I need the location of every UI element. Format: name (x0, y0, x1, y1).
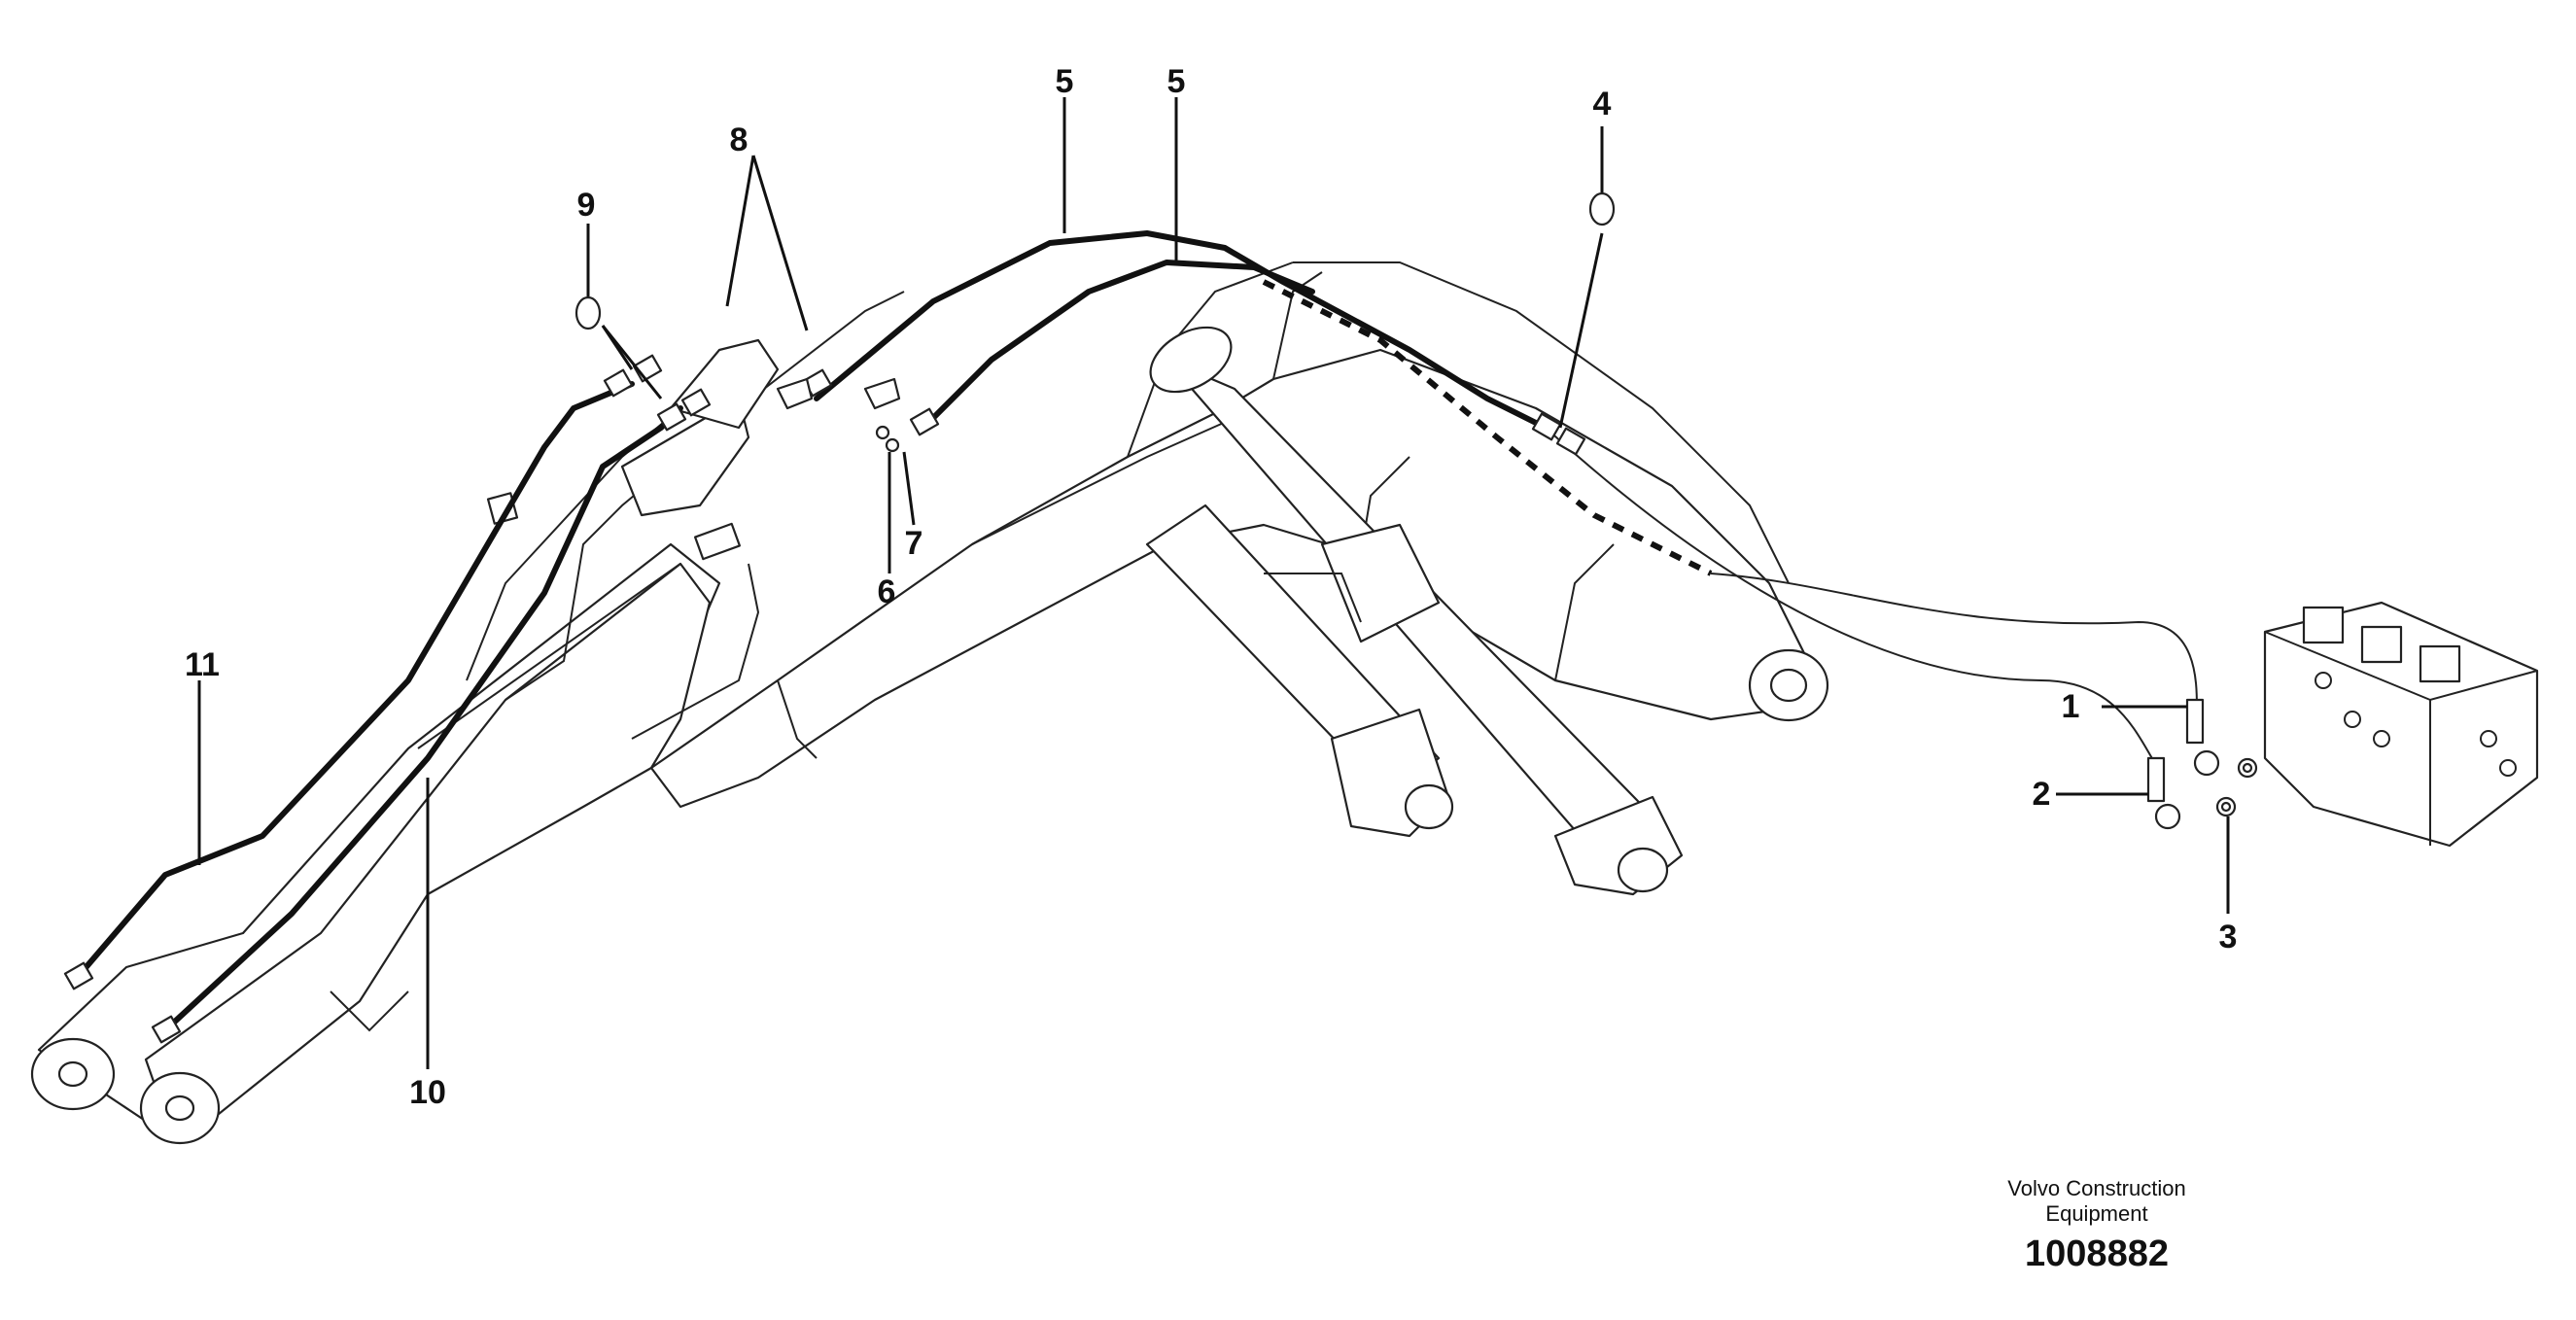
hoses (75, 230, 2198, 1033)
part-number: 1008882 (2025, 1233, 2169, 1274)
callout-2: 2 (2033, 776, 2051, 813)
boom-cylinder (1145, 326, 1684, 896)
callout-9: 9 (577, 187, 596, 224)
callout-1: 1 (2062, 688, 2080, 725)
callout-4: 4 (1593, 86, 1612, 122)
callout-5a: 5 (1056, 63, 1074, 100)
control-valve-block (2263, 601, 2539, 848)
boom (649, 261, 1829, 809)
hose-5-outer (814, 230, 1549, 431)
leader-lines (197, 97, 2230, 1069)
callout-10: 10 (409, 1074, 446, 1111)
callout-labels: 1 2 3 4 5 5 6 7 8 9 10 11 (185, 63, 2237, 1111)
hose-11 (75, 381, 635, 980)
fittings (63, 191, 2258, 1044)
company-name-line2: Equipment (2045, 1201, 2147, 1226)
callout-11: 11 (185, 646, 220, 683)
callout-3: 3 (2219, 919, 2238, 955)
callout-6: 6 (878, 573, 896, 610)
callout-7: 7 (905, 525, 923, 562)
callout-5b: 5 (1167, 63, 1186, 100)
company-name-line1: Volvo Construction (2007, 1176, 2185, 1200)
callout-8: 8 (730, 122, 748, 158)
hose-to-valve-1 (1710, 573, 2198, 711)
hose-dashed (1262, 279, 1713, 576)
footer: Volvo Construction Equipment 1008882 (2007, 1176, 2185, 1274)
hose-5-inner (921, 260, 1315, 431)
hose-10 (162, 405, 683, 1033)
hose-to-valve-2 (1545, 427, 2159, 769)
